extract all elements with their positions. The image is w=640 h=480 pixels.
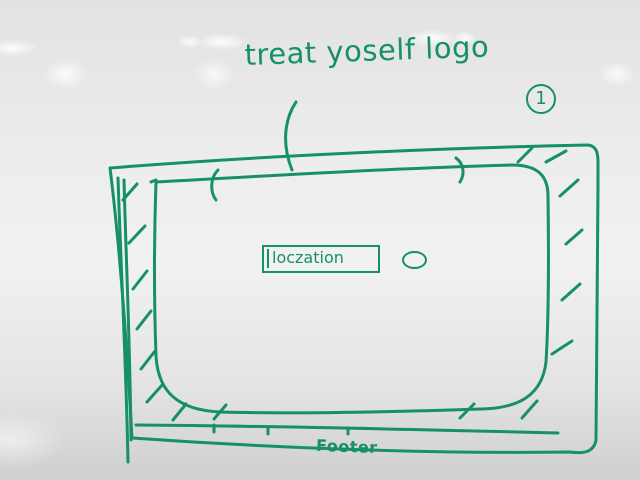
hatch-mark bbox=[564, 228, 584, 246]
hatch-mark bbox=[550, 339, 574, 356]
hatch-mark bbox=[121, 182, 139, 202]
hatch-mark bbox=[212, 403, 228, 421]
hatch-mark bbox=[458, 402, 476, 420]
hatch-mark bbox=[544, 149, 568, 164]
hatch-mark bbox=[171, 402, 188, 422]
footer-divider bbox=[134, 423, 560, 435]
frame-left-edge-inner bbox=[122, 178, 133, 442]
hatch-mark bbox=[145, 382, 165, 404]
hatch-mark bbox=[558, 178, 580, 198]
frame-left-edge bbox=[116, 176, 130, 464]
hatch-mark bbox=[139, 349, 157, 371]
logo-bracket-left bbox=[210, 168, 220, 202]
page-number-badge: 1 bbox=[526, 84, 556, 114]
footer-annotation: Footer bbox=[315, 435, 378, 458]
inner-tick-mark bbox=[149, 178, 158, 184]
logo-bracket-right bbox=[454, 156, 465, 184]
hatch-mark bbox=[127, 224, 147, 245]
hatch-mark bbox=[520, 399, 539, 420]
location-input-sketch: loczation bbox=[262, 245, 380, 273]
hatch-mark bbox=[135, 309, 153, 331]
content-area-outline bbox=[153, 163, 550, 415]
hatch-mark bbox=[560, 282, 582, 302]
hatch-mark bbox=[131, 269, 149, 291]
logo-pointer-line bbox=[284, 100, 298, 172]
hatch-mark bbox=[516, 146, 534, 164]
search-circle-sketch bbox=[402, 251, 427, 269]
